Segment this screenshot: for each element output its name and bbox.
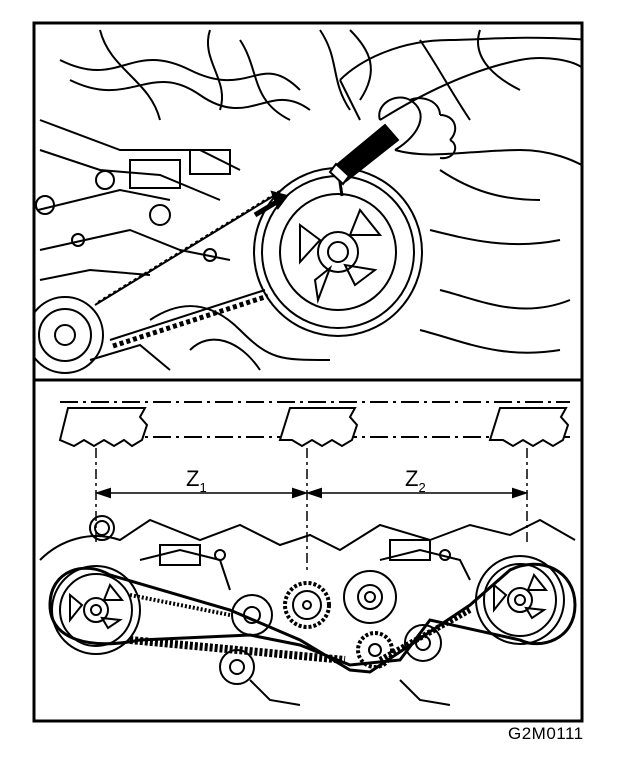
- hand-illustration: [339, 36, 581, 166]
- timing-belt-top: [94, 188, 284, 349]
- belt-mark-segment-3: [488, 407, 570, 448]
- idler-pulley-right: [343, 570, 397, 624]
- belt-mark-segment-2: [278, 407, 359, 448]
- idler-pulley-left: [231, 594, 273, 636]
- left-camshaft-sprocket: [51, 565, 141, 655]
- oil-pump-sprocket: [356, 631, 394, 669]
- idler-pulley-lower: [404, 624, 442, 662]
- dimension-label-z1: Z1: [186, 466, 207, 495]
- idler-pulley: [34, 296, 104, 374]
- crankshaft-sprocket: [283, 581, 331, 629]
- figure-code: G2M0111: [508, 724, 584, 743]
- figure-border: [32, 21, 584, 723]
- dimension-label-z2: Z2: [405, 466, 426, 495]
- tensioner-pulley-bottom: [219, 649, 255, 685]
- z2-subscript: 2: [418, 480, 426, 495]
- belt-mark-segment-1: [58, 407, 149, 448]
- right-camshaft-sprocket: [475, 555, 565, 645]
- z2-letter: Z: [405, 466, 419, 491]
- top-panel-engine-view: [34, 29, 581, 374]
- z1-letter: Z: [186, 466, 200, 491]
- tensioner: [89, 515, 115, 541]
- z1-subscript: 1: [199, 480, 207, 495]
- bottom-panel-belt-layout: [39, 401, 577, 706]
- marking-pen-icon: [328, 123, 400, 186]
